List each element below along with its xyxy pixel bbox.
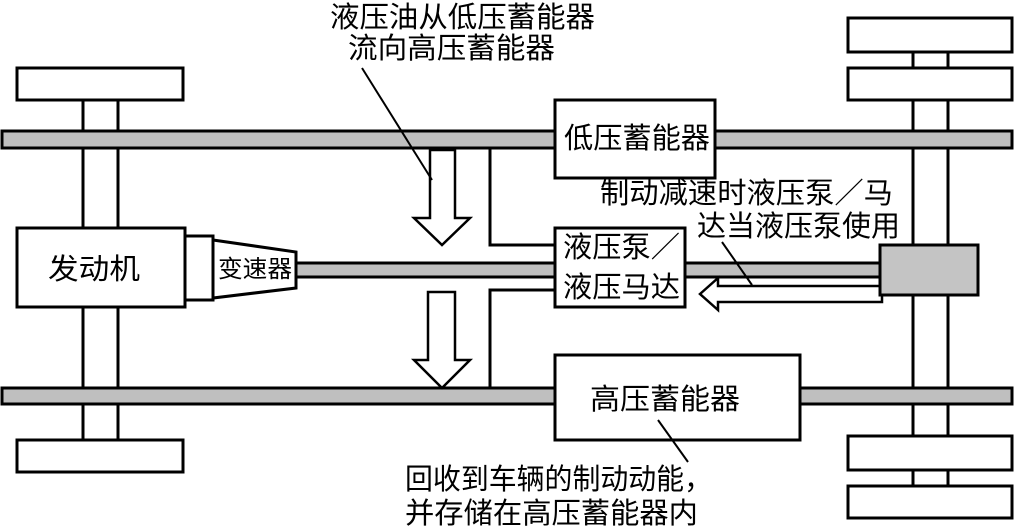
- low-pressure-accumulator-box: [553, 98, 717, 180]
- rear-axle-drive-block: [878, 243, 980, 297]
- wheel-rear-right-top-inner: [846, 66, 1014, 102]
- pump-motor-label-line-2: 液压马达: [563, 270, 680, 304]
- transmission-flange: [183, 234, 215, 302]
- flow-arrow-down-bottom: [410, 290, 474, 390]
- top-note-line-2: 流向高压蓄能器: [348, 31, 555, 65]
- bottom-note-line-2: 并存储在高压蓄能器内: [405, 496, 698, 530]
- engine-label: 发动机: [48, 252, 140, 286]
- flow-arrow-left: [698, 275, 884, 313]
- bottom-note-leader: [657, 419, 689, 463]
- wheel-rear-right-bottom-inner: [846, 434, 1014, 472]
- right-note-leader: [721, 241, 753, 286]
- transmission-box: [211, 238, 298, 300]
- top-note-leader: [361, 67, 433, 181]
- transmission-label: 变速器: [218, 255, 292, 283]
- wheel-front-left-bottom: [15, 438, 185, 474]
- wheel-front-left-top: [15, 66, 185, 102]
- high-pressure-accumulator-box: [553, 353, 802, 442]
- pump-motor-box: [553, 226, 687, 309]
- flow-arrow-down-top: [410, 148, 474, 247]
- pipe-pump-to-high: [488, 288, 555, 388]
- right-note-line-1: 制动减速时液压泵／马: [600, 176, 893, 210]
- wheel-rear-right-bottom-outer: [846, 484, 1014, 520]
- engine-box: [15, 226, 187, 309]
- high-pressure-accumulator-label: 高压蓄能器: [590, 382, 740, 416]
- wheel-rear-right-top-outer: [846, 16, 1014, 54]
- pipe-low-to-pump: [488, 148, 555, 247]
- high-pressure-line: [0, 386, 1014, 406]
- low-pressure-accumulator-label: 低压蓄能器: [564, 121, 710, 155]
- right-note-line-2: 达当液压泵使用: [697, 209, 900, 243]
- pump-motor-label-line-1: 液压泵／: [563, 230, 680, 264]
- bottom-note-line-1: 回收到车辆的制动动能，: [405, 462, 712, 496]
- low-pressure-line: [0, 129, 1014, 150]
- top-note-line-1: 液压油从低压蓄能器: [330, 0, 595, 34]
